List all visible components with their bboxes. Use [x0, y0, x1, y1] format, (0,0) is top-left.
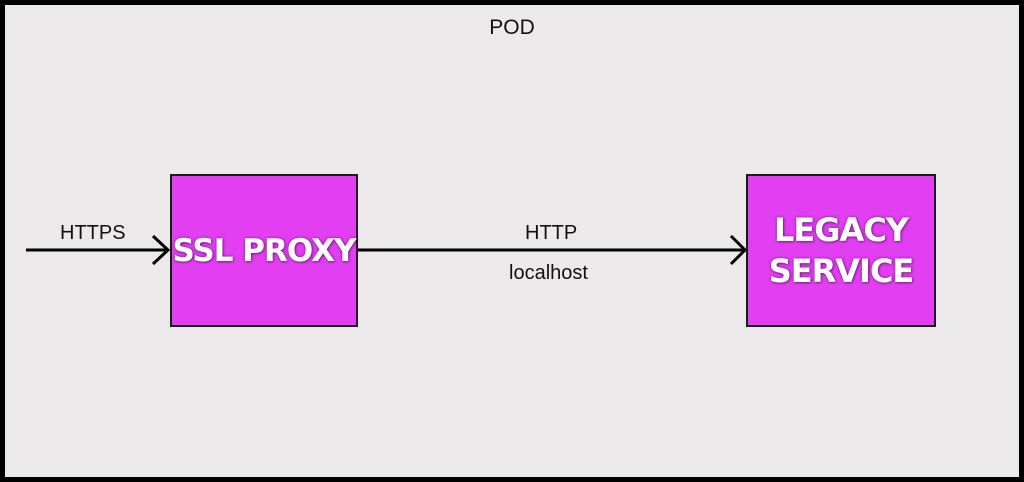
http-label: HTTP — [525, 222, 578, 244]
https-label: HTTPS — [60, 222, 126, 244]
pod-title: POD — [489, 16, 535, 39]
legacy-service-label-line2: SERVICE — [768, 251, 915, 290]
ssl-proxy-box: SSL PROXY — [170, 174, 358, 327]
ssl-proxy-label: SSL PROXY — [172, 232, 357, 269]
legacy-service-label-line1: LEGACY — [774, 210, 909, 249]
inbound-arrow — [26, 234, 171, 266]
legacy-service-box: LEGACY SERVICE — [746, 174, 936, 327]
localhost-label: localhost — [509, 262, 588, 284]
internal-arrow — [358, 234, 748, 266]
